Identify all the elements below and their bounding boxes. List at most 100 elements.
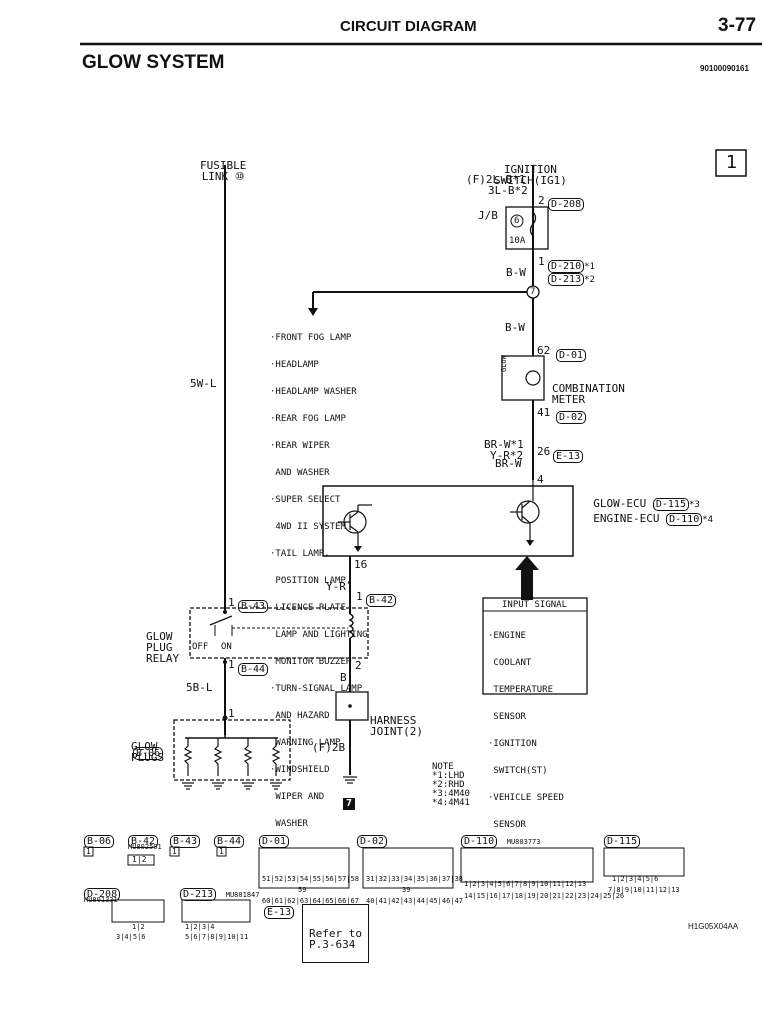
connector-b06: B-06 <box>133 741 164 760</box>
b44-pin: 1 <box>219 847 224 856</box>
list-item: ·VEHICLE SPEED <box>488 793 564 803</box>
connector-ref-d213: D-213 MU801847 <box>180 882 259 901</box>
wire-yr-2: Y-R <box>326 580 346 593</box>
list-item: POSITION LAMP, <box>270 576 352 586</box>
list-item: ·ENGINE <box>488 631 526 641</box>
relay-off: OFF <box>192 642 209 652</box>
part-mu801331: MU801331 <box>84 896 118 904</box>
connector-ref-d110: D-110 MU803773 <box>461 829 540 848</box>
pin-1c: 1 <box>228 596 235 609</box>
connector-b43: B-43 <box>238 594 269 613</box>
page-title: GLOW SYSTEM <box>82 52 225 73</box>
connector-e13: E-13 <box>553 444 584 463</box>
list-item: ·SUPER SELECT <box>270 495 341 505</box>
connector-d208: D-208 <box>548 192 585 211</box>
connector-ref-b06: B-06 <box>84 829 115 848</box>
glow-indicator-label: GLOW <box>500 355 508 372</box>
wire-f2b: (F)2B <box>312 741 346 754</box>
connector-d213: D-213*2 <box>548 267 595 286</box>
list-item: ·FRONT FOG LAMP <box>270 333 352 343</box>
list-item: SENSOR <box>488 820 526 830</box>
wire-f2lb: (F)2L-B*1 <box>466 173 526 186</box>
list-item: WIPER AND <box>270 792 325 802</box>
pin-1e: 1 <box>228 707 235 720</box>
jb-label: J/B <box>478 209 498 222</box>
pin-1: 1 <box>538 255 545 268</box>
list-item: LICENCE PLATE <box>270 603 346 613</box>
list-item: ·REAR FOG LAMP <box>270 414 346 424</box>
list-item: 4WD II SYSTEM <box>270 522 346 532</box>
input-signal-title: INPUT SIGNAL <box>502 600 568 610</box>
b06-pin: 1 <box>86 847 91 856</box>
list-item: AND HAZARD <box>270 711 330 721</box>
list-item: ·HEADLAMP <box>270 360 319 370</box>
engine-ecu-label: ENGINE-ECU D-110*4 <box>593 512 714 526</box>
wire-bw-1: B-W <box>506 266 526 279</box>
fuse-number: 6 <box>514 216 520 226</box>
pin-1b: 1 <box>356 590 363 603</box>
list-item: SWITCH(ST) <box>488 766 548 776</box>
wire-3lb: 3L-B*2 <box>488 184 528 197</box>
wire-5bl: 5B-L <box>186 681 213 694</box>
wire-5wl: 5W-L <box>190 377 217 390</box>
pin-1d: 1 <box>228 658 235 671</box>
wire-bw-2: B-W <box>505 321 525 334</box>
figure-code: H1G05X04AA <box>688 922 739 931</box>
pin-4: 4 <box>537 473 544 486</box>
connector-ref-b44: B-44 <box>214 829 245 848</box>
connector-ref-d115: D-115 <box>604 829 641 848</box>
list-item: ·TURN-SIGNAL LAMP <box>270 684 363 694</box>
pin-16: 16 <box>354 558 368 571</box>
pin-26: 26 <box>537 445 551 458</box>
list-item: WARNING LAMP <box>270 738 341 748</box>
connector-b44: B-44 <box>238 657 269 676</box>
list-item: LAMP AND LIGHTING <box>270 630 368 640</box>
b43-pin: 1 <box>172 847 177 856</box>
part-mu802501: MU802501 <box>128 843 162 851</box>
list-item: ·TAIL LAMP, <box>270 549 330 559</box>
ground-7-label: 7 <box>346 798 353 809</box>
glow-ecu-label: GLOW-ECU D-115*3 <box>593 497 700 511</box>
notes: NOTE*1:LHD*2:RHD*3:4M40*4:4M41 <box>432 762 470 808</box>
list-item: ·REAR WIPER <box>270 441 330 451</box>
list-item: AND WASHER <box>270 468 330 478</box>
connector-ref-b42: B-42 <box>128 829 159 848</box>
connector-ref-d02: D-02 <box>357 829 388 848</box>
pin-2b: 2 <box>355 659 362 672</box>
list-item: ·WINDSHIELD <box>270 765 330 775</box>
connector-d02: D-02 <box>556 405 587 424</box>
pin-62: 62 <box>537 344 551 357</box>
pin-2: 2 <box>538 194 545 207</box>
page-number: 3-77 <box>718 15 757 36</box>
doc-code: 90100090161 <box>700 64 749 73</box>
loads-list: ·FRONT FOG LAMP ·HEADLAMP ·HEADLAMP WASH… <box>270 316 368 838</box>
input-signal-list: ·ENGINE COOLANT TEMPERATURE SENSOR ·IGNI… <box>488 614 564 839</box>
relay-on: ON <box>221 642 232 652</box>
junction-7: 7 <box>530 287 536 297</box>
list-item: ·HEADLAMP WASHER <box>270 387 357 397</box>
connector-ref-e13: E-13 <box>264 900 295 919</box>
connector-ref-d01: D-01 <box>259 829 290 848</box>
list-item: TEMPERATURE <box>488 685 554 695</box>
list-item: MONITOR BUZZER <box>270 657 352 667</box>
list-item: COOLANT <box>488 658 532 668</box>
b42-pins: 1|2 <box>132 855 147 864</box>
section-title: CIRCUIT DIAGRAM <box>340 18 477 35</box>
fuse-amp: 10A <box>509 236 526 246</box>
pin-41: 41 <box>537 406 551 419</box>
